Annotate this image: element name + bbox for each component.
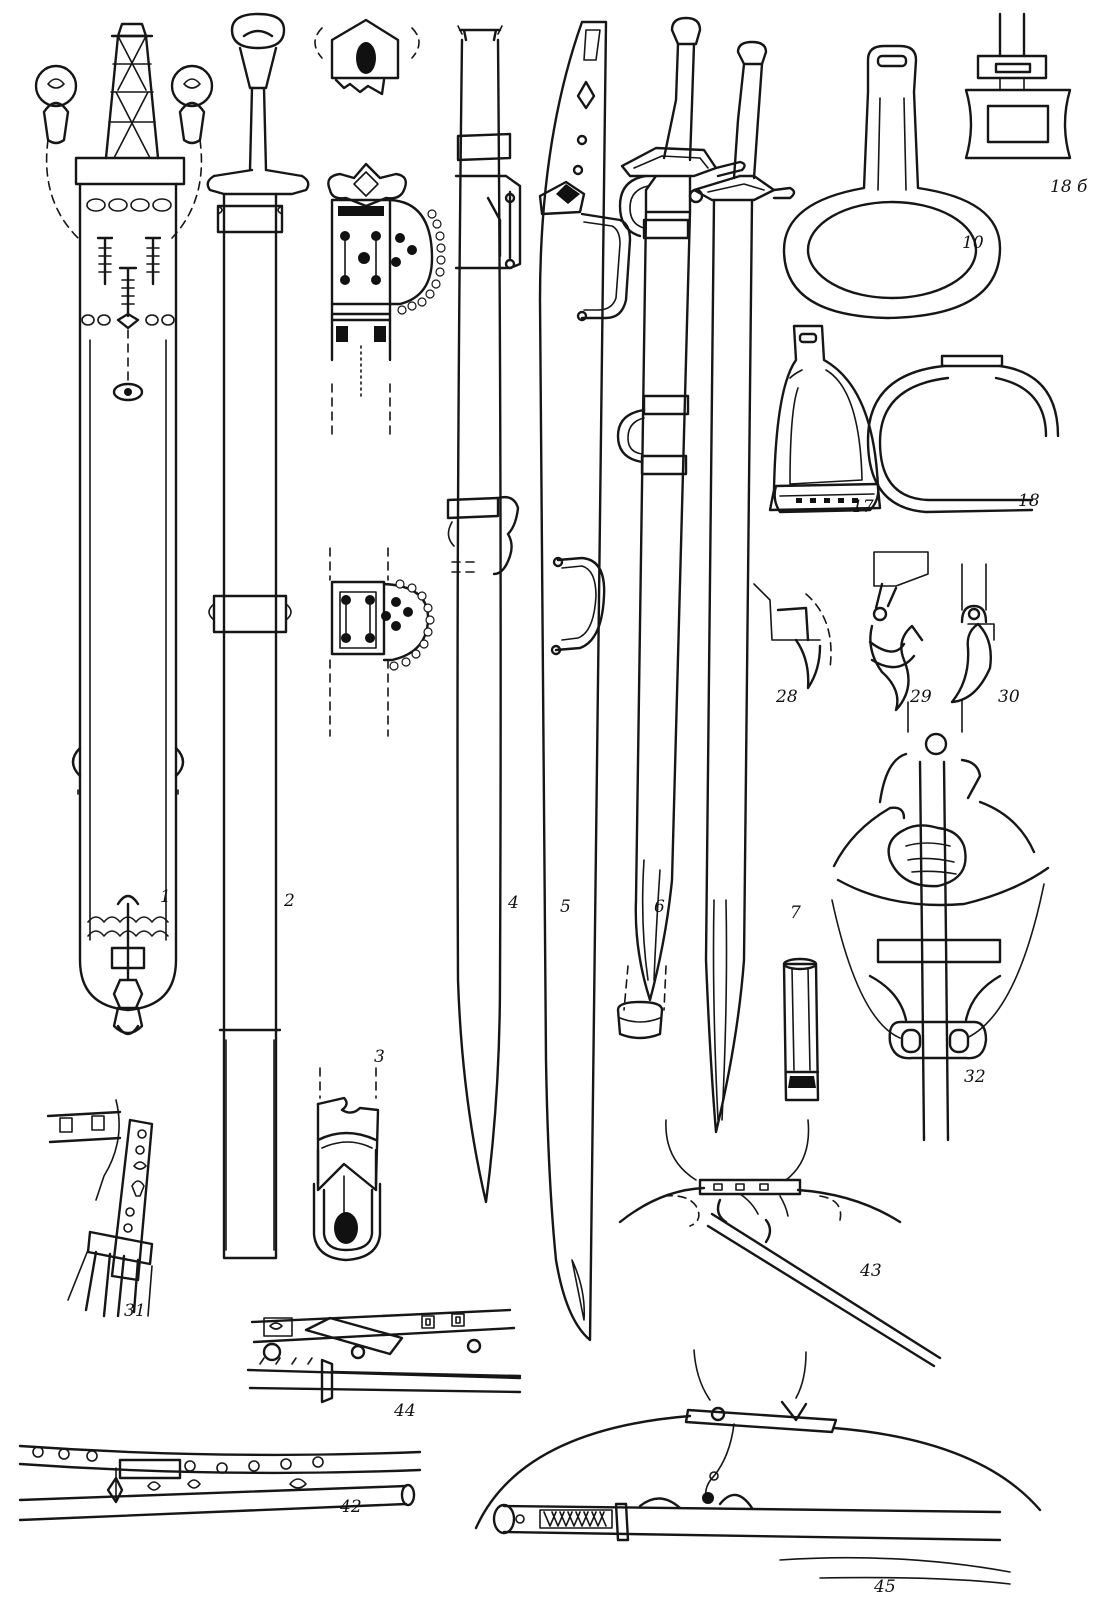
fig-5-sabre-scabbard xyxy=(538,20,632,1342)
label-fig-10: 10 xyxy=(962,233,984,253)
fig-30-hook xyxy=(950,563,995,704)
figure-labels: 1 2 3 4 5 6 7 10 17 18 18 б 28 29 30 31 … xyxy=(124,177,1088,1597)
fig-18b-buckle xyxy=(964,12,1072,160)
label-fig-7: 7 xyxy=(790,903,801,923)
fig-10-ring xyxy=(782,44,1002,320)
label-fig-18b: 18 б xyxy=(1050,177,1088,197)
label-fig-2: 2 xyxy=(283,891,295,911)
label-fig-32: 32 xyxy=(964,1067,986,1087)
fig-45-warrior-back xyxy=(474,1349,1042,1585)
fig-6-sabre xyxy=(616,16,746,1040)
label-fig-6: 6 xyxy=(654,897,665,917)
label-fig-30: 30 xyxy=(998,687,1020,707)
fig-43-torso xyxy=(618,1119,942,1368)
label-fig-3: 3 xyxy=(374,1047,385,1067)
label-fig-18: 18 xyxy=(1018,491,1040,511)
label-fig-1: 1 xyxy=(160,887,171,907)
fig-44-belt-sword xyxy=(246,1308,522,1404)
label-fig-28: 28 xyxy=(775,687,798,707)
label-fig-42: 42 xyxy=(339,1497,362,1517)
label-fig-31: 31 xyxy=(124,1301,146,1321)
fig-28-hook xyxy=(753,583,832,690)
fig-31-belt xyxy=(46,1099,154,1318)
label-fig-29: 29 xyxy=(909,687,932,707)
fig-3-scabbard-fittings xyxy=(312,18,446,1262)
fig-42-belt-sword xyxy=(18,1444,422,1522)
fig-4-scabbard xyxy=(446,25,522,1204)
label-fig-44: 44 xyxy=(393,1401,416,1421)
fig-18-stirrup xyxy=(866,354,1060,514)
fig-17-stirrup xyxy=(768,324,882,514)
label-fig-17: 17 xyxy=(852,497,874,517)
label-fig-4: 4 xyxy=(507,893,519,913)
fig-2-scabbard xyxy=(206,12,310,1260)
fig-7-sabre xyxy=(688,40,796,1134)
fig-32-warrior-grip xyxy=(831,699,1050,1142)
label-fig-5: 5 xyxy=(560,897,571,917)
label-fig-45: 45 xyxy=(873,1577,896,1597)
fig-7-tube xyxy=(782,957,820,1102)
fig-29-hook xyxy=(868,551,929,712)
fig-1-scabbard xyxy=(34,22,214,1036)
label-fig-43: 43 xyxy=(859,1261,882,1281)
